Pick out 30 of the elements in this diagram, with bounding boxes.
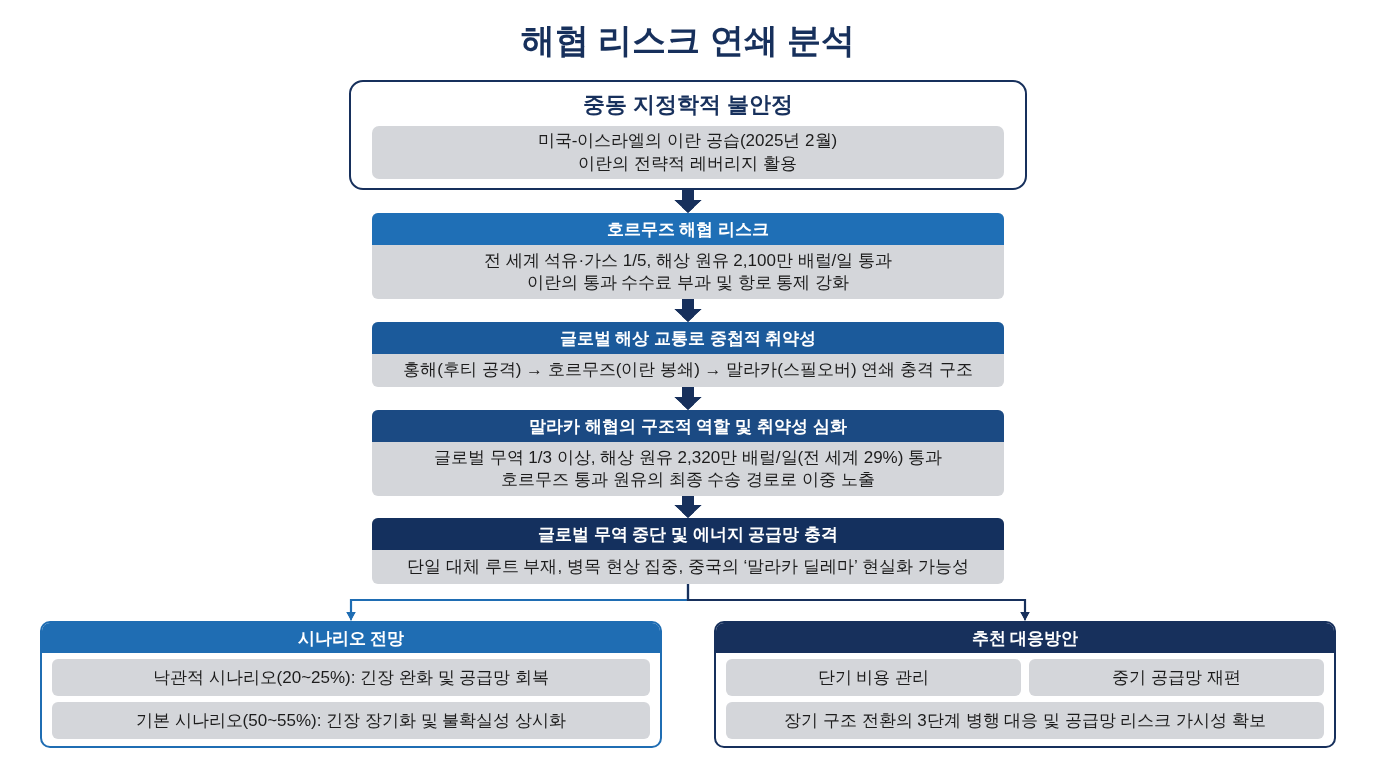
flow-arrow xyxy=(674,387,702,410)
card-header: 글로벌 무역 중단 및 에너지 공급망 충격 xyxy=(372,518,1004,550)
group-box xyxy=(714,621,1336,748)
item-panel: 중기 공급망 재편 xyxy=(1029,659,1324,696)
step-card xyxy=(372,518,1004,584)
flow-arrow xyxy=(674,190,702,213)
heading-text: 중동 지정학적 불안정 xyxy=(582,91,794,119)
diagram-title: 해협 리스크 연쇄 분석 xyxy=(520,20,856,61)
group-header: 시나리오 전망 xyxy=(42,623,660,653)
group-box xyxy=(40,621,662,748)
item-panel: 기본 시나리오(50~55%): 긴장 장기화 및 불확실성 상시화 xyxy=(52,702,650,739)
description-text: 글로벌 무역 1/3 이상, 해상 원유 2,320만 배럴/일(전 세계 29%) 통과 호르무즈 통과 원유의 최종 수송 경로로 이중 노출 xyxy=(433,446,943,491)
card-header: 호르무즈 해협 리스크 xyxy=(372,213,1004,245)
branch-arrow xyxy=(686,584,1030,621)
step-card xyxy=(372,213,1004,299)
card-header: 글로벌 해상 교통로 중첩적 취약성 xyxy=(372,322,1004,354)
text-panel: 미국-이스라엘의 이란 공습(2025년 2월) 이란의 전략적 레버리지 활용 xyxy=(371,126,1004,179)
item-panel: 단기 비용 관리 xyxy=(726,659,1021,696)
card-header: 말라카 해협의 구조적 역할 및 취약성 심화 xyxy=(372,410,1004,442)
item-panel: 낙관적 시나리오(20~25%): 긴장 완화 및 공급망 회복 xyxy=(52,659,650,696)
process-box xyxy=(349,80,1027,190)
flow-arrow xyxy=(674,299,702,322)
description-text: 단일 대체 루트 부재, 병목 현상 집중, 중국의 ‘말라카 딜레마’ 현실화 가능성 xyxy=(407,555,969,578)
group-header: 추천 대응방안 xyxy=(716,623,1334,653)
item-panel: 장기 구조 전환의 3단계 병행 대응 및 공급망 리스크 가시성 확보 xyxy=(726,702,1324,739)
flow-arrow xyxy=(674,496,702,518)
step-card xyxy=(372,410,1004,496)
description-text: 홍해(후티 공격) → 호르무즈(이란 봉쇄) → 말라카(스필오버) 연쇄 충격 구조 xyxy=(403,359,973,382)
step-card xyxy=(372,322,1004,387)
description-text: 전 세계 석유·가스 1/5, 해상 원유 2,100만 배럴/일 통과 이란의 통과 수수료 부과 및 항로 통제 강화 xyxy=(483,249,893,294)
